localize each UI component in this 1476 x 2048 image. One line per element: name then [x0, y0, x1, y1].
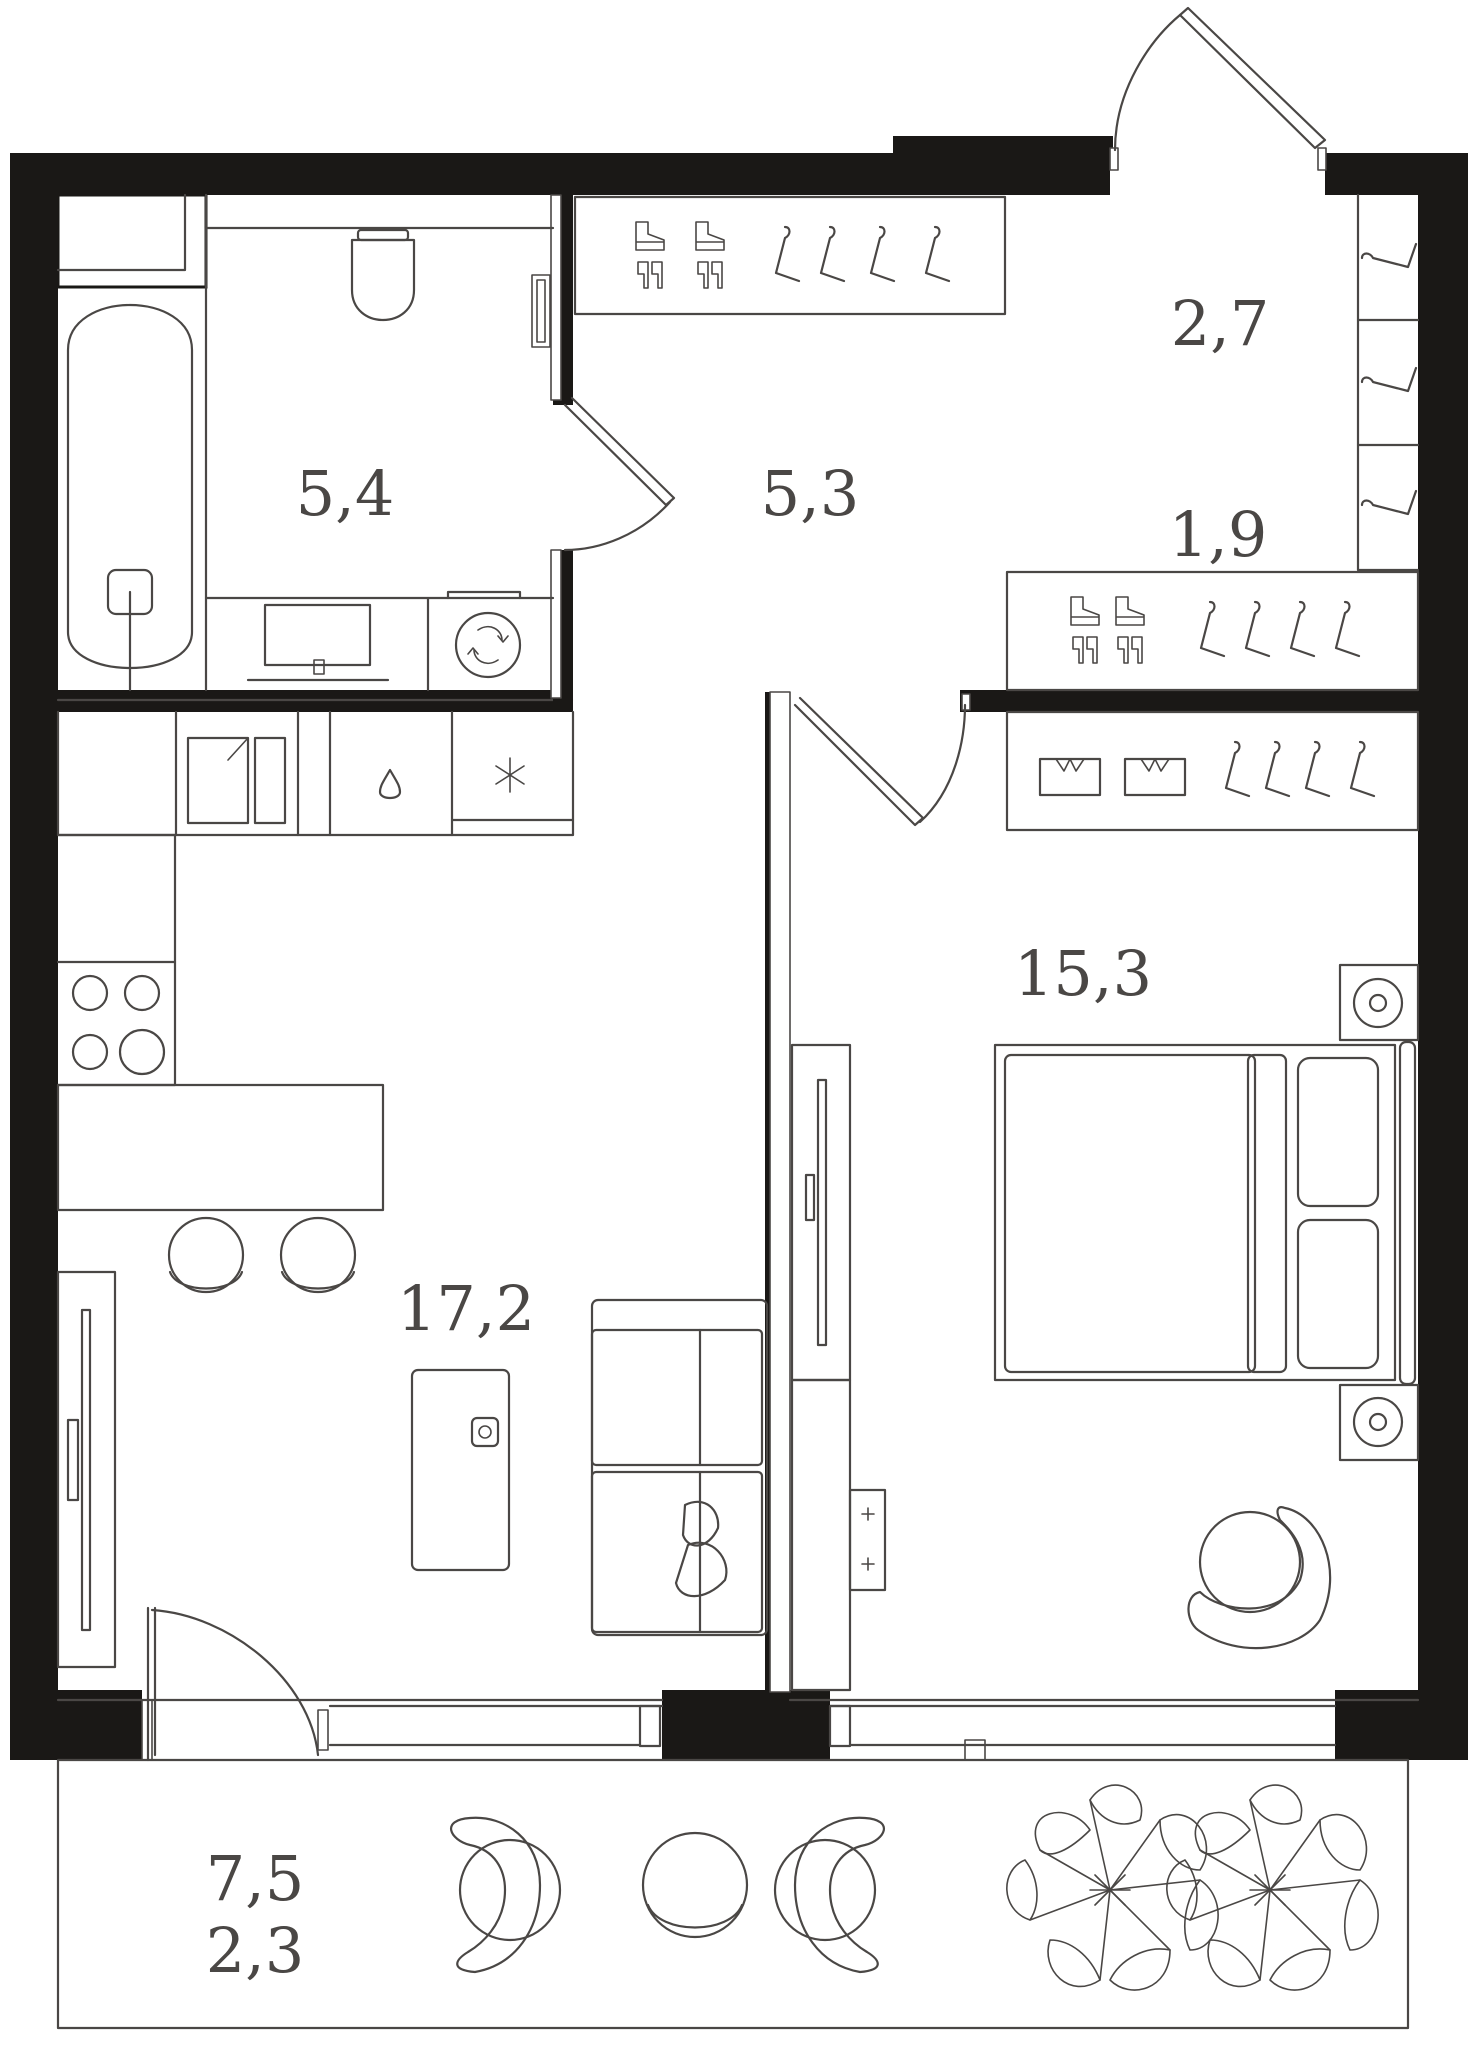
double-bed-icon [993, 1040, 1417, 1386]
stove-icon [71, 974, 166, 1076]
bedroom-wardrobe [1005, 570, 1420, 692]
bedroom-door[interactable] [793, 696, 967, 827]
balcony [56, 1758, 1410, 2030]
area-storage: 2,7 [1171, 287, 1270, 360]
bathroom-door[interactable] [563, 396, 676, 552]
balcony-door-living[interactable] [56, 1606, 664, 1762]
bathroom [66, 226, 555, 692]
snowflake-icon [495, 757, 525, 793]
interior-walls [56, 193, 1420, 1693]
washing-machine-icon [446, 590, 522, 679]
armchair-icon [1187, 1506, 1332, 1650]
nightstand [1338, 963, 1420, 1462]
kitchen [56, 710, 575, 1294]
walls [10, 136, 1468, 1760]
plant-icon [1006, 1784, 1379, 1991]
side-table [641, 1831, 749, 1939]
sink-icon [246, 603, 390, 682]
storage-hangers [1356, 242, 1420, 516]
area-bathroom: 5,4 [296, 457, 395, 530]
room-labels: 5,4 5,3 2,7 1,9 15,3 17,2 7,5 2,3 [206, 287, 1270, 1987]
coffee-table [410, 1368, 511, 1572]
area-wardrobe: 1,9 [1169, 498, 1268, 571]
stool-icon [167, 1216, 357, 1294]
socket-icon [848, 1488, 887, 1592]
bathtub-icon [66, 303, 194, 692]
shoe-box-icon [1038, 757, 1187, 797]
toilet-icon [350, 228, 416, 322]
armchair-icon [773, 1816, 886, 1974]
fridge-icon [186, 736, 287, 825]
hall-wardrobe [573, 195, 1007, 316]
entrance-door[interactable] [1109, 6, 1327, 171]
area-balcony: 7,5 [206, 1842, 305, 1915]
area-balcony-reduced: 2,3 [206, 1914, 305, 1987]
area-living-kitchen: 17,2 [397, 1272, 535, 1345]
area-bedroom: 15,3 [1014, 937, 1152, 1010]
living-room [56, 1270, 769, 1669]
boot-icon [635, 221, 725, 289]
area-hallway: 5,3 [761, 457, 860, 530]
water-drop-icon [378, 768, 402, 800]
bedroom-closet [1005, 710, 1420, 832]
armchair-icon [449, 1816, 562, 1974]
tv-icon [56, 1270, 117, 1669]
sofa-icon [590, 1298, 769, 1637]
bedroom [788, 963, 1420, 1761]
